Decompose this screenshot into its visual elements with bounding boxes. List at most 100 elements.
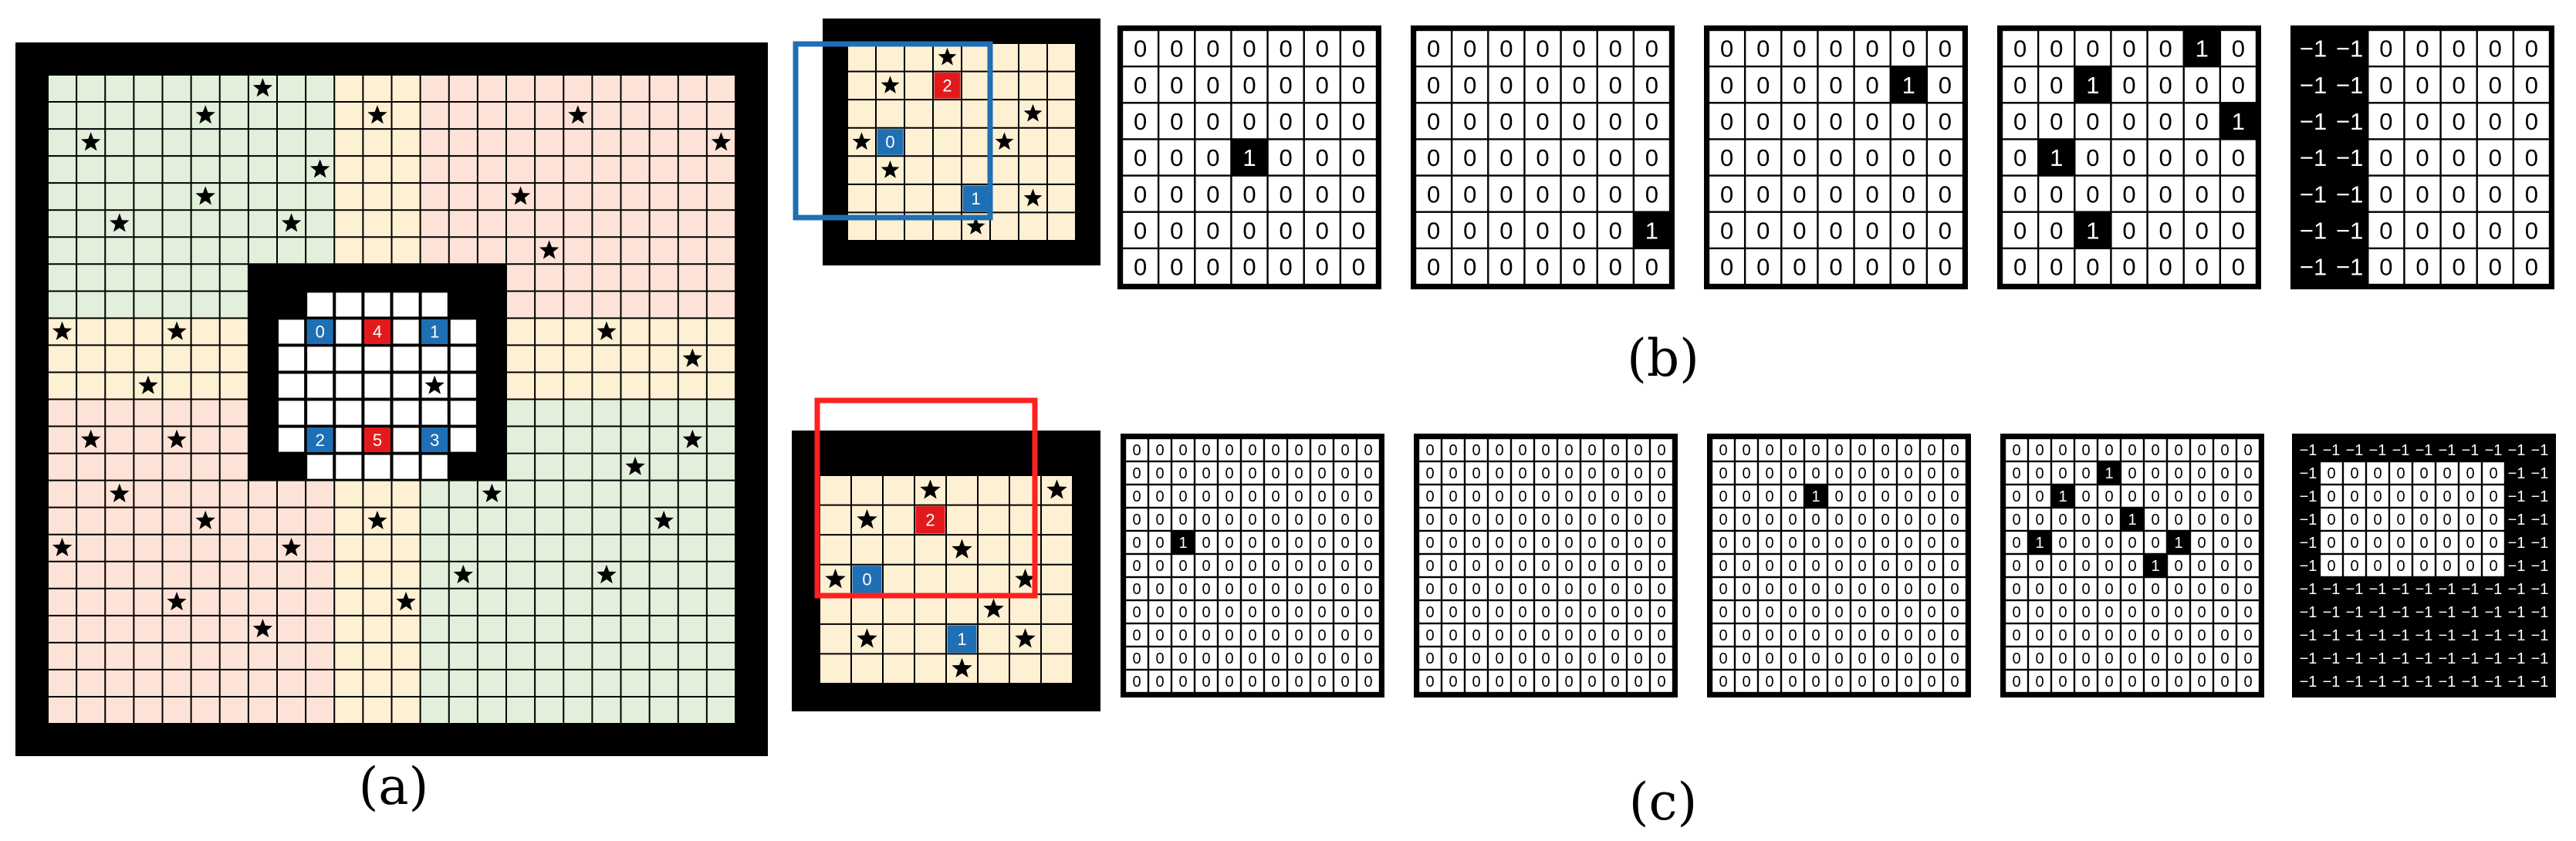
center-cell [364,373,390,398]
matrix-cell [1489,103,1524,139]
matrix-cell [1419,670,1441,692]
matrix-value: −1 [2415,627,2433,644]
matrix-value: 0 [1634,488,1642,505]
center-cell [393,400,419,425]
matrix-cell [1854,212,1890,248]
matrix-value: 0 [1495,674,1503,691]
matrix-value: 0 [1927,558,1935,575]
matrix-value: 0 [1765,581,1773,598]
matrix-cell [2441,140,2476,175]
matrix-cell [1416,140,1451,175]
matrix-value: 0 [1811,627,1820,644]
matrix-value: 0 [1793,181,1806,208]
star-icon [625,456,645,475]
matrix-cell [2221,140,2256,175]
matrix-cell [1928,67,1962,103]
matrix-value: 0 [1742,674,1750,691]
matrix-cell [2477,103,2513,139]
matrix-value: 0 [2012,442,2020,459]
matrix-cell [1782,103,1817,139]
matrix-value: 0 [2013,35,2027,62]
matrix-cell [1219,647,1240,669]
matrix-value: 0 [1178,488,1187,505]
matrix-value: 0 [2012,581,2020,598]
matrix-value: 0 [2220,627,2229,644]
matrix-value: −1 [2336,217,2363,244]
matrix-cell [1828,439,1850,461]
matrix-value: 0 [1829,144,1842,171]
star-icon [52,537,73,557]
matrix-value: −1 [2300,674,2317,691]
matrix-value: 0 [1472,535,1480,552]
matrix-cell [1581,670,1603,692]
matrix-value: 0 [2159,144,2172,171]
matrix-value: 0 [1463,108,1476,135]
matrix-value: 0 [1742,558,1750,575]
matrix-value: 0 [2243,488,2252,505]
star-icon [825,569,846,589]
agent-tile [877,129,904,155]
matrix-cell [1357,462,1379,484]
matrix-value: 0 [1425,674,1434,691]
matrix-value: 0 [1634,512,1642,529]
matrix-value: 0 [1178,442,1187,459]
matrix-value: 0 [1611,558,1619,575]
matrix-value: 0 [1271,488,1280,505]
matrix-cell [1712,462,1734,484]
matrix-value: 0 [1364,512,1372,529]
matrix-cell [2441,212,2476,248]
matrix-value: 0 [2050,108,2063,135]
matrix-value: 0 [2415,144,2429,171]
matrix-value: −1 [2485,627,2503,644]
matrix-value: 0 [1719,558,1727,575]
matrix-value: −1 [2439,674,2456,691]
matrix-value: 0 [2196,72,2209,99]
matrix-value: 0 [1352,217,1365,244]
star-icon [1015,628,1036,648]
matrix-value: 0 [1645,35,1658,62]
matrix-value: 0 [1788,604,1797,621]
matrix-cell [1628,485,1649,507]
matrix-cell [1581,555,1603,576]
matrix-cell [1898,485,1919,507]
matrix-cell [1805,439,1827,461]
matrix-value: 0 [1518,535,1526,552]
matrix-cell [1334,647,1356,669]
matrix-cell [1535,578,1557,600]
agent-marker: 4 [363,319,390,344]
matrix-cell [1891,212,1926,248]
matrix-value: 0 [1866,72,1879,99]
matrix-value: 0 [1939,254,1952,281]
matrix-value: 0 [1881,604,1889,621]
matrix-value: 0 [1756,181,1770,208]
matrix-value: 0 [1742,535,1750,552]
matrix-value: −1 [2508,465,2526,482]
matrix-cell [1419,601,1441,623]
matrix-value: −1 [2531,674,2549,691]
center-cell [393,427,419,452]
matrix-value: 0 [2128,604,2136,621]
matrix-cell [1268,212,1303,248]
matrix-value: −1 [2439,627,2456,644]
matrix-value: 0 [1518,674,1526,691]
matrix-value: 0 [1155,627,1164,644]
matrix-cell [2039,249,2074,284]
matrix-cell [1195,532,1217,553]
matrix-cell [1944,485,1966,507]
center-cell [279,319,305,344]
matrix-value: 0 [2174,512,2182,529]
center-cell [450,400,476,425]
agent-marker: 1 [421,319,448,344]
matrix-cell [1921,532,1942,553]
matrix-cell [1709,103,1744,139]
matrix-value: −1 [2323,581,2341,598]
matrix-cell [1232,67,1267,103]
matrix-cell [1512,439,1533,461]
matrix-cell [1558,624,1580,646]
agent-tile [421,319,448,344]
matrix-value: 1 [2128,512,2136,529]
matrix-cell [1828,485,1850,507]
matrix-value: 0 [2220,581,2229,598]
matrix-value: 0 [2232,217,2245,244]
